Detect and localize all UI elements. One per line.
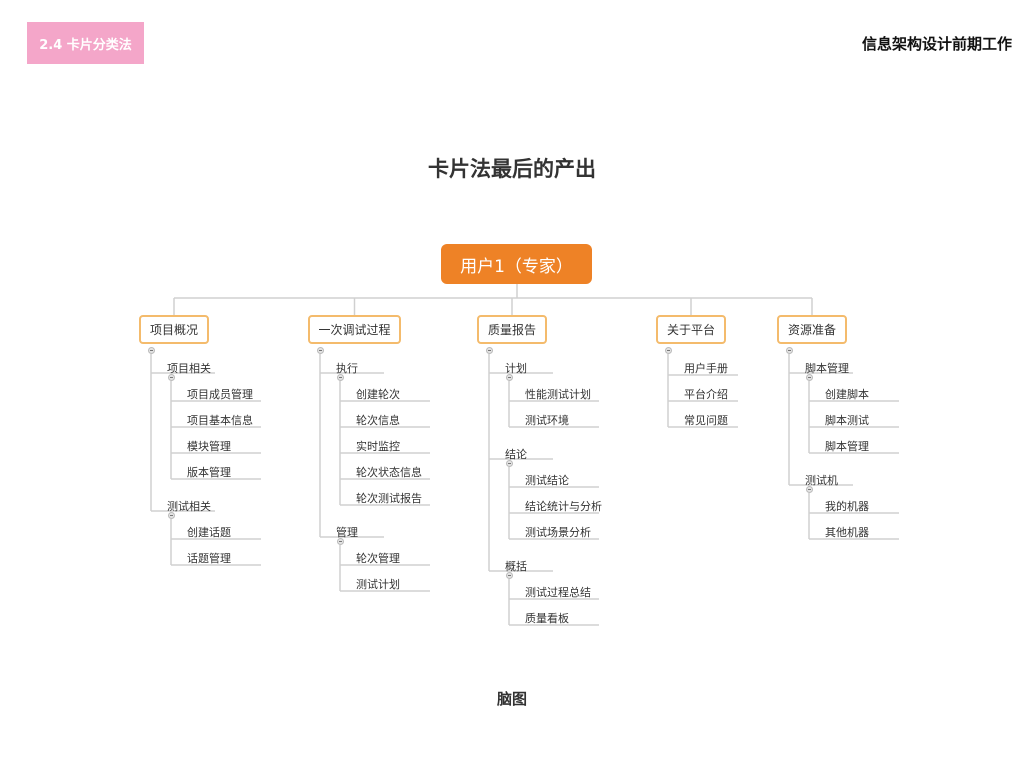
group-label: 项目相关 [167,362,211,375]
leaf-node[interactable]: 质量看板 [525,612,569,625]
slide-title: 卡片法最后的产出 [428,157,596,181]
leaf-node[interactable]: 测试计划 [356,578,400,591]
leaf-node[interactable]: 测试环境 [525,414,569,427]
root-node[interactable]: 用户1（专家） [441,244,592,284]
collapse-toggle[interactable] [167,373,175,381]
collapse-toggle[interactable] [147,346,155,354]
leaf-node[interactable]: 轮次测试报告 [356,492,422,505]
collapse-toggle[interactable] [485,346,493,354]
collapse-toggle[interactable] [336,537,344,545]
branch-node[interactable]: 一次调试过程 [308,315,401,344]
collapse-toggle[interactable] [505,373,513,381]
group-label: 执行 [336,362,358,375]
leaf-node[interactable]: 轮次状态信息 [356,466,422,479]
collapse-toggle[interactable] [505,571,513,579]
collapse-toggle[interactable] [505,459,513,467]
group-label: 计划 [505,362,527,375]
leaf-node[interactable]: 常见问题 [684,414,728,427]
collapse-toggle[interactable] [664,346,672,354]
leaf-node[interactable]: 测试场景分析 [525,526,591,539]
leaf-node[interactable]: 其他机器 [825,526,869,539]
leaf-node[interactable]: 创建脚本 [825,388,869,401]
branch-node[interactable]: 关于平台 [656,315,726,344]
group-label: 结论 [505,448,527,461]
group-label: 脚本管理 [805,362,849,375]
branch-node[interactable]: 项目概况 [139,315,209,344]
leaf-node[interactable]: 话题管理 [187,552,231,565]
leaf-node[interactable]: 项目基本信息 [187,414,253,427]
leaf-node[interactable]: 脚本管理 [825,440,869,453]
leaf-node[interactable]: 轮次管理 [356,552,400,565]
collapse-toggle[interactable] [336,373,344,381]
collapse-toggle[interactable] [805,373,813,381]
leaf-node[interactable]: 测试过程总结 [525,586,591,599]
leaf-node[interactable]: 版本管理 [187,466,231,479]
collapse-toggle[interactable] [316,346,324,354]
header-title: 信息架构设计前期工作 [861,35,1012,53]
branch-node[interactable]: 资源准备 [777,315,847,344]
leaf-node[interactable]: 测试结论 [525,474,569,487]
collapse-toggle[interactable] [167,511,175,519]
leaf-node[interactable]: 性能测试计划 [525,388,591,401]
leaf-node[interactable]: 实时监控 [356,440,400,453]
leaf-node[interactable]: 我的机器 [825,500,869,513]
leaf-node[interactable]: 创建话题 [187,526,231,539]
group-label: 测试机 [805,474,838,487]
diagram-caption: 脑图 [496,690,527,708]
group-label: 管理 [336,526,358,539]
leaf-node[interactable]: 创建轮次 [356,388,400,401]
leaf-node[interactable]: 轮次信息 [356,414,400,427]
collapse-toggle[interactable] [785,346,793,354]
collapse-toggle[interactable] [805,485,813,493]
section-tag: 2.4 卡片分类法 [27,22,144,64]
leaf-node[interactable]: 结论统计与分析 [525,500,602,513]
leaf-node[interactable]: 模块管理 [187,440,231,453]
group-label: 概括 [505,560,527,573]
branch-node[interactable]: 质量报告 [477,315,547,344]
leaf-node[interactable]: 项目成员管理 [187,388,253,401]
group-label: 测试相关 [167,500,211,513]
leaf-node[interactable]: 脚本测试 [825,414,869,427]
leaf-node[interactable]: 平台介绍 [684,388,728,401]
leaf-node[interactable]: 用户手册 [684,362,728,375]
